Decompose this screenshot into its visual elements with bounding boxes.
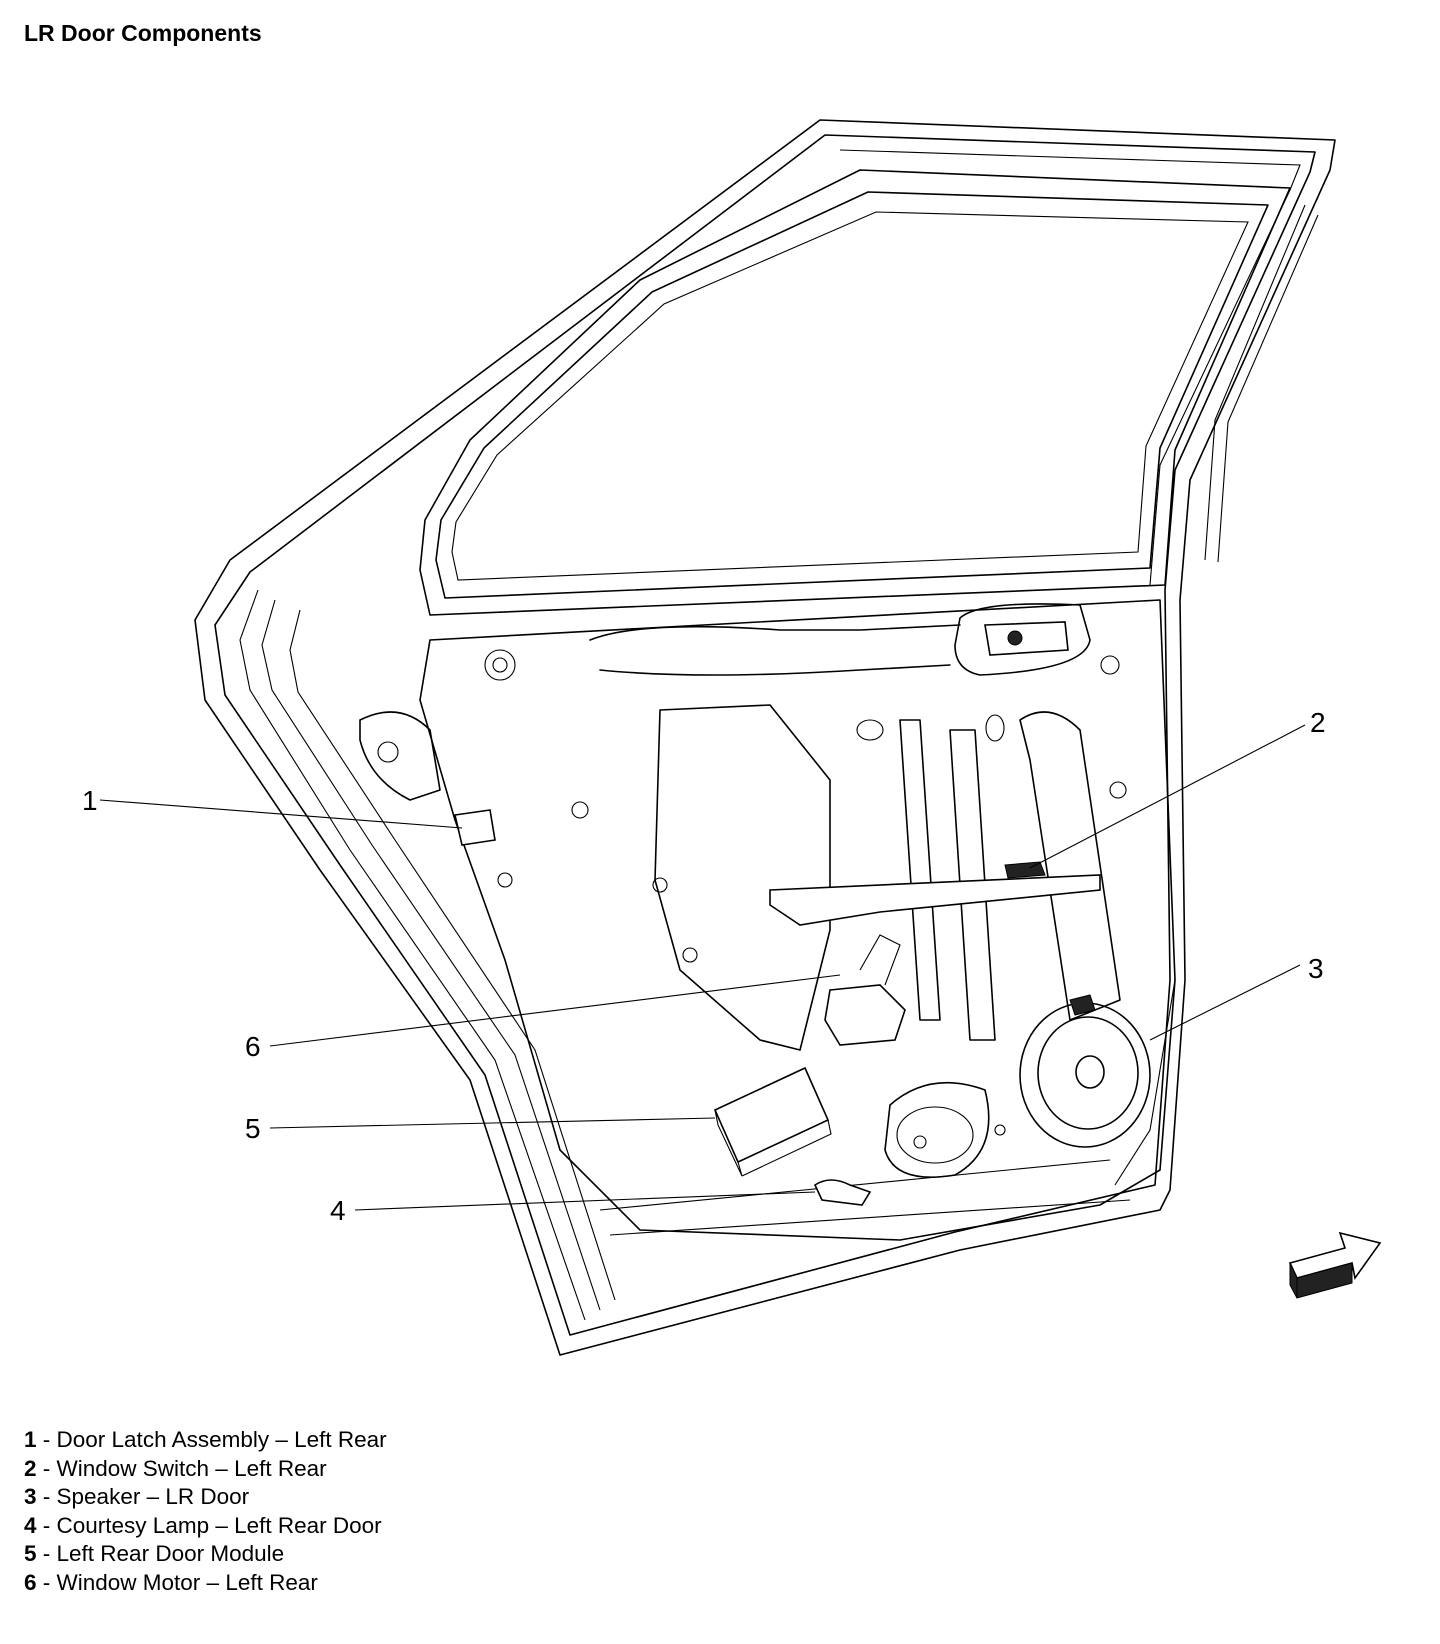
leader-line-4 xyxy=(354,1191,816,1211)
diagram-title: LR Door Components xyxy=(24,20,262,46)
legend-separator: - xyxy=(36,1541,57,1567)
legend-number: 4 xyxy=(24,1512,37,1538)
component-legend: 1 - Door Latch Assembly – Left Rear 2 - … xyxy=(24,1426,387,1598)
legend-item-3: 3 - Speaker – LR Door xyxy=(24,1483,387,1512)
callout-number-5: 5 xyxy=(245,1113,261,1144)
callout-numbers: 1 2 3 4 5 6 xyxy=(82,707,1326,1226)
lower-access-panel xyxy=(884,1081,990,1178)
legend-label: Window Motor – Left Rear xyxy=(56,1569,318,1595)
leader-line-2 xyxy=(1029,724,1306,869)
switch-bezel xyxy=(769,861,1101,926)
speaker-housing xyxy=(1019,994,1151,1148)
legend-label: Window Switch – Left Rear xyxy=(56,1455,327,1481)
legend-item-5: 5 - Left Rear Door Module xyxy=(24,1540,387,1569)
legend-item-4: 4 - Courtesy Lamp – Left Rear Door xyxy=(24,1512,387,1541)
legend-label: Courtesy Lamp – Left Rear Door xyxy=(56,1512,382,1538)
legend-separator: - xyxy=(36,1569,57,1595)
leader-line-5 xyxy=(269,1117,716,1129)
legend-number: 2 xyxy=(24,1455,37,1481)
courtesy-lamp-shape xyxy=(813,1179,872,1206)
inner-panel xyxy=(419,599,1176,1241)
leader-line-1 xyxy=(99,799,463,829)
legend-separator: - xyxy=(36,1484,57,1510)
legend-item-2: 2 - Window Switch – Left Rear xyxy=(24,1455,387,1484)
inside-handle xyxy=(589,603,1091,676)
legend-number: 6 xyxy=(24,1569,37,1595)
latch-shape xyxy=(359,711,496,846)
forward-arrow-icon xyxy=(1288,1231,1382,1299)
leader-line-6 xyxy=(269,974,841,1047)
legend-separator: - xyxy=(36,1427,57,1452)
panel-holes xyxy=(484,649,1127,1136)
legend-item-6: 6 - Window Motor – Left Rear xyxy=(24,1569,387,1598)
legend-number: 1 xyxy=(24,1427,37,1452)
legend-label: Speaker – LR Door xyxy=(56,1484,250,1510)
legend-number: 3 xyxy=(24,1484,37,1510)
legend-label: Door Latch Assembly – Left Rear xyxy=(56,1427,387,1452)
legend-number: 5 xyxy=(24,1541,37,1567)
window-motor-shape xyxy=(824,934,906,1046)
callout-number-3: 3 xyxy=(1308,953,1324,984)
legend-separator: - xyxy=(36,1512,57,1538)
legend-label: Left Rear Door Module xyxy=(56,1541,285,1567)
callout-number-4: 4 xyxy=(330,1195,346,1226)
legend-separator: - xyxy=(36,1455,57,1481)
door-shell xyxy=(194,119,1336,1356)
leader-lines xyxy=(99,724,1306,1211)
door-module-box xyxy=(713,1066,832,1177)
window-frame xyxy=(419,169,1319,616)
callout-number-2: 2 xyxy=(1310,707,1326,738)
legend-item-1: 1 - Door Latch Assembly – Left Rear xyxy=(24,1426,387,1455)
callout-number-6: 6 xyxy=(245,1031,261,1062)
leader-line-3 xyxy=(1149,964,1301,1041)
callout-number-1: 1 xyxy=(82,785,98,816)
